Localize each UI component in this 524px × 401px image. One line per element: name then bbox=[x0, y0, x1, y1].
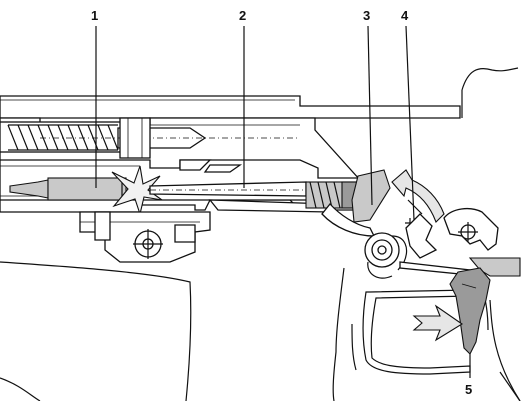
callout-1: 1 bbox=[91, 8, 98, 23]
leader-lines bbox=[95, 25, 521, 401]
stock-frame bbox=[0, 261, 192, 401]
sear-assembly bbox=[399, 207, 521, 277]
trigger bbox=[449, 267, 491, 355]
callout-5: 5 bbox=[465, 382, 472, 397]
callout-3: 3 bbox=[363, 8, 370, 23]
firing-pin bbox=[149, 181, 331, 213]
lower-guide-block bbox=[79, 211, 211, 263]
striker-spring bbox=[305, 181, 359, 209]
callout-labels: 1 2 3 4 5 bbox=[91, 8, 472, 397]
recoil-spring bbox=[0, 117, 300, 159]
primer-flash bbox=[111, 165, 163, 217]
callout-4: 4 bbox=[401, 8, 409, 23]
hammer bbox=[321, 169, 408, 279]
trigger-guard bbox=[332, 267, 521, 401]
cartridge bbox=[9, 177, 127, 201]
trigger-push-arrow bbox=[412, 304, 464, 342]
callout-2: 2 bbox=[239, 8, 246, 23]
